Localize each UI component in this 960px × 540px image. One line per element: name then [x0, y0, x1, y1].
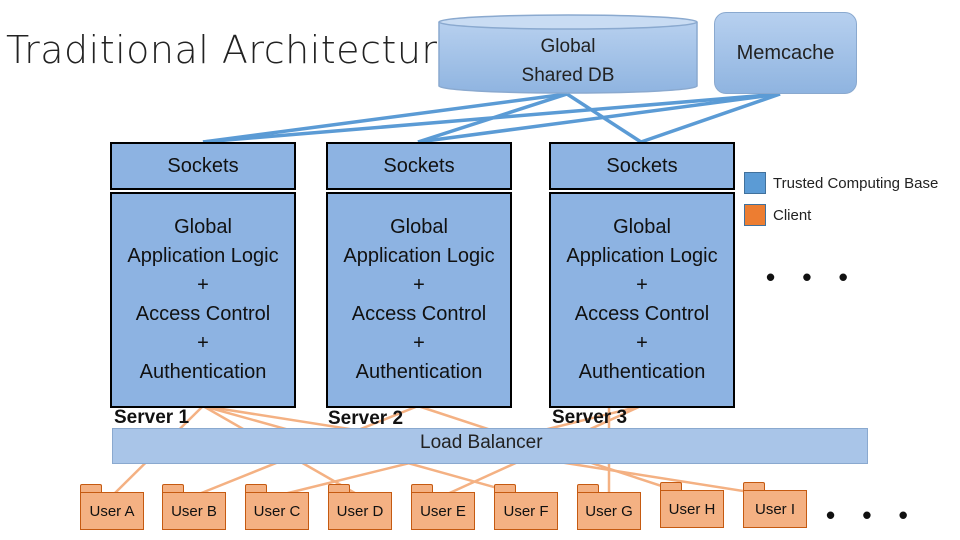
server-2: Sockets Global Application Logic + Acces… — [326, 142, 512, 408]
folder-icon — [328, 484, 350, 495]
logic-line: Authentication — [139, 361, 267, 383]
user-label: User B — [162, 492, 226, 530]
load-balancer-label: Load Balancer — [420, 432, 543, 453]
user-folder: User E — [411, 484, 475, 530]
logic-line: Access Control — [135, 303, 271, 325]
server-3-label: Server 3 — [552, 407, 628, 428]
logic-line: Application Logic — [127, 245, 279, 267]
folder-icon — [577, 484, 599, 495]
logic-line: + — [197, 332, 209, 354]
logic-line: Authentication — [578, 361, 706, 383]
user-label: User A — [80, 492, 144, 530]
user-folder: User C — [245, 484, 309, 530]
server-2-label: Server 2 — [328, 408, 404, 429]
legend-swatch-client — [744, 204, 766, 226]
folder-icon — [162, 484, 184, 495]
logic-line: Application Logic — [343, 245, 495, 267]
more-servers-ellipsis: • • • — [766, 262, 858, 292]
logic-line: + — [636, 332, 648, 354]
sockets-box: Sockets — [110, 142, 296, 190]
db-label-line1: Global — [540, 36, 596, 57]
logic-line: + — [197, 274, 209, 296]
more-users-ellipsis: • • • — [826, 500, 918, 530]
logic-line: Authentication — [355, 361, 483, 383]
user-folder: User B — [162, 484, 226, 530]
logic-line: Access Control — [574, 303, 710, 325]
legend-label-trusted: Trusted Computing Base — [773, 175, 939, 192]
logic-box: Global Application Logic + Access Contro… — [549, 192, 735, 408]
memcache-box: Memcache — [714, 12, 857, 94]
server-1-label: Server 1 — [114, 407, 190, 428]
folder-icon — [494, 484, 516, 495]
sockets-box: Sockets — [326, 142, 512, 190]
sockets-box: Sockets — [549, 142, 735, 190]
logic-line: Global — [174, 216, 232, 238]
user-label: User H — [660, 490, 724, 528]
user-label: User C — [245, 492, 309, 530]
db-label-line2: Shared DB — [521, 65, 615, 86]
user-folder: User H — [660, 482, 724, 528]
server-3: Sockets Global Application Logic + Acces… — [549, 142, 735, 408]
load-balancer — [112, 428, 868, 464]
logic-line: + — [413, 332, 425, 354]
user-label: User F — [494, 492, 558, 530]
user-folder: User D — [328, 484, 392, 530]
user-folder: User G — [577, 484, 641, 530]
global-shared-db: Global Shared DB — [438, 14, 698, 94]
page-title: Traditional Architecture — [6, 28, 461, 72]
folder-icon — [80, 484, 102, 495]
logic-line: Access Control — [351, 303, 487, 325]
user-folder: User I — [743, 482, 807, 528]
legend-label-client: Client — [773, 207, 812, 224]
server-1: Sockets Global Application Logic + Acces… — [110, 142, 296, 408]
user-folder: User A — [80, 484, 144, 530]
folder-icon — [245, 484, 267, 495]
database-icon — [438, 14, 698, 94]
user-label: User I — [743, 490, 807, 528]
logic-box: Global Application Logic + Access Contro… — [110, 192, 296, 408]
folder-icon — [743, 482, 765, 493]
db-connections — [202, 92, 781, 144]
logic-line: Application Logic — [566, 245, 718, 267]
user-label: User G — [577, 492, 641, 530]
logic-line: + — [636, 274, 648, 296]
user-folder: User F — [494, 484, 558, 530]
legend-swatch-trusted — [744, 172, 766, 194]
user-label: User D — [328, 492, 392, 530]
logic-box: Global Application Logic + Access Contro… — [326, 192, 512, 408]
user-label: User E — [411, 492, 475, 530]
logic-line: Global — [613, 216, 671, 238]
logic-line: Global — [390, 216, 448, 238]
logic-line: + — [413, 274, 425, 296]
folder-icon — [660, 482, 682, 493]
folder-icon — [411, 484, 433, 495]
